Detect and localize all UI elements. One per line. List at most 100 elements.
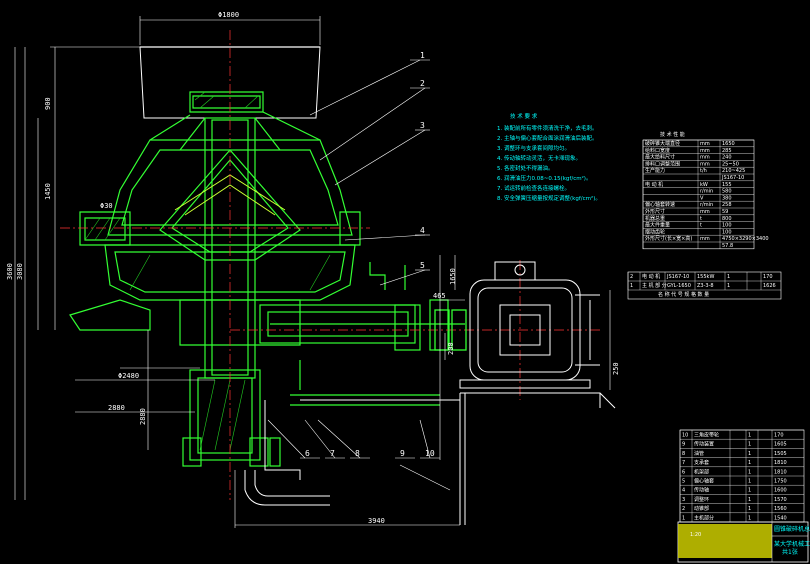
bom-cell: 1 [748,479,751,485]
spec-table-cell: 偏心轴套转速 [645,201,675,208]
centerlines [60,30,600,500]
dim-motor-1: 465 [433,292,446,300]
parts-table-cell: Z3-3-8 [697,283,714,289]
bom-cell: 1 [748,442,751,448]
bom-cell: 1 [748,469,751,475]
bom-cell: 5 [682,479,685,485]
bom-cell: 1540 [774,515,787,521]
parts-table-cell: 主 机 部 分 [642,282,667,289]
spec-table-cell: 1650 [722,141,735,147]
title-block-name: 圆锥破碎机总装图 [774,525,810,533]
motor-base [459,392,616,525]
leader-label-4: 4 [420,226,425,235]
bom-cell: 1 [748,497,751,503]
bom-cell: 8 [682,451,685,457]
spec-table-cell: 最大件重量 [645,222,670,229]
spec-table-cell: t [700,223,702,229]
bom-cell: 170 [774,433,784,439]
spec-table-cell: mm [700,209,710,215]
spec-table-cell: 258 [722,202,732,208]
leader-label-5: 5 [420,261,425,270]
note-line-8: 8. 安全弹簧压缩量按规定调整(kgf/cm²)。 [497,194,601,202]
bom-cell: 1570 [774,497,787,503]
bom-cell: 1 [748,433,751,439]
dim-left-height-3: 3080 [16,263,24,280]
parts-table-footer: 名 称 代 号 规 格 数 量 [658,291,709,298]
bom-cell: 动锥部 [694,505,709,512]
note-line-5: 5. 各密封处不得漏油。 [497,164,554,172]
spec-table-cell: 580 [722,189,732,195]
spec-table-cell: r/min [700,202,713,208]
section-hatch [84,91,331,451]
leader-label-8: 8 [355,449,360,458]
note-line-6: 6. 润滑油压力0.08~0.15(kgf/cm²)。 [497,174,591,182]
leader-label-9: 9 [400,449,405,458]
parts-table-cell: 170 [763,274,773,280]
bom-cell: 4 [682,488,685,494]
bom-cell: 1605 [774,442,787,448]
bom-cell: 1750 [774,479,787,485]
dimension-lines [14,16,611,528]
dim-left-height-2: 1450 [44,183,52,200]
spec-table-cell: 电 动 机 [645,181,663,188]
dim-bottom-a: Φ2480 [118,372,139,380]
spec-table-cell: 摆动齿轮 [645,228,665,235]
electric-motor [459,261,600,389]
parts-table-cell: 155kW [697,274,714,280]
bom-cell: 3 [682,497,685,503]
dim-mid-1: 1650 [449,268,457,285]
dim-overall-width: 3940 [368,517,385,525]
note-line-7: 7. 试运转前检查各连接螺栓。 [497,184,570,192]
dim-left-height-4: 3600 [6,263,14,280]
leader-label-3: 3 [420,121,425,130]
bom-cell: 1560 [774,506,787,512]
notes-title: 技 术 要 求 [510,112,538,120]
spec-table-cell: 800 [722,216,732,222]
spec-table-cell: 59 [722,209,728,215]
dim-bottom-b: 2880 [108,404,125,412]
bom-cell: 7 [682,460,685,466]
dim-motor-3: 250 [612,362,620,375]
leader-label-1: 1 [420,51,425,60]
drain-pipe [244,399,460,506]
parts-table-cell: JS167-10 [666,274,689,280]
leader-label-6: 6 [305,449,310,458]
spec-table-cell: mm [700,141,710,147]
spec-table-cell: V [700,195,704,201]
bom-cell: 1 [748,460,751,466]
note-line-3: 3. 调整环与支承套间隙均匀。 [497,144,570,152]
bom-cell: 机架部 [694,468,709,475]
spec-table-cell: kW [700,182,708,188]
spec-table-cell: mm [700,236,710,242]
parts-table-cell: 1626 [763,283,776,289]
spec-table-cell: 外形尺寸(长×宽×高) [645,235,692,242]
bom-cell: 主机部分 [694,514,714,521]
bom-cell: 1505 [774,451,787,457]
parts-table-cell: GYL-1650 [667,283,691,289]
spec-table-cell: 25~50 [722,161,739,167]
spec-table-cell: 最大给料尺寸 [645,154,675,161]
note-line-4: 4. 传动轴转动灵活，无卡滞现象。 [497,154,581,162]
bom-cell: 1810 [774,469,787,475]
note-line-1: 1. 装配前所有零件须清洗干净，去毛刺。 [497,124,598,132]
coupling [434,309,467,351]
spec-table-cell: mm [700,148,710,154]
bom-cell: 油管 [694,450,704,457]
spec-table-cell: mm [700,161,710,167]
spec-table-cell: t/h [700,168,707,174]
dim-bottom-c: 2880 [139,408,147,425]
dim-top-diameter: Φ1800 [218,11,239,19]
bom-cell: 传动轴 [694,487,709,494]
bom-cell: 2 [682,506,685,512]
spec-table-title: 技 术 性 能 [660,131,685,138]
bom-cell: 6 [682,469,685,475]
spec-table-cell: 155 [722,182,732,188]
bom-cell: 1 [748,506,751,512]
spec-table-cell: 机器总重 [645,215,665,222]
bom-cell: 1810 [774,460,787,466]
spec-table-cell: 380 [722,195,732,201]
